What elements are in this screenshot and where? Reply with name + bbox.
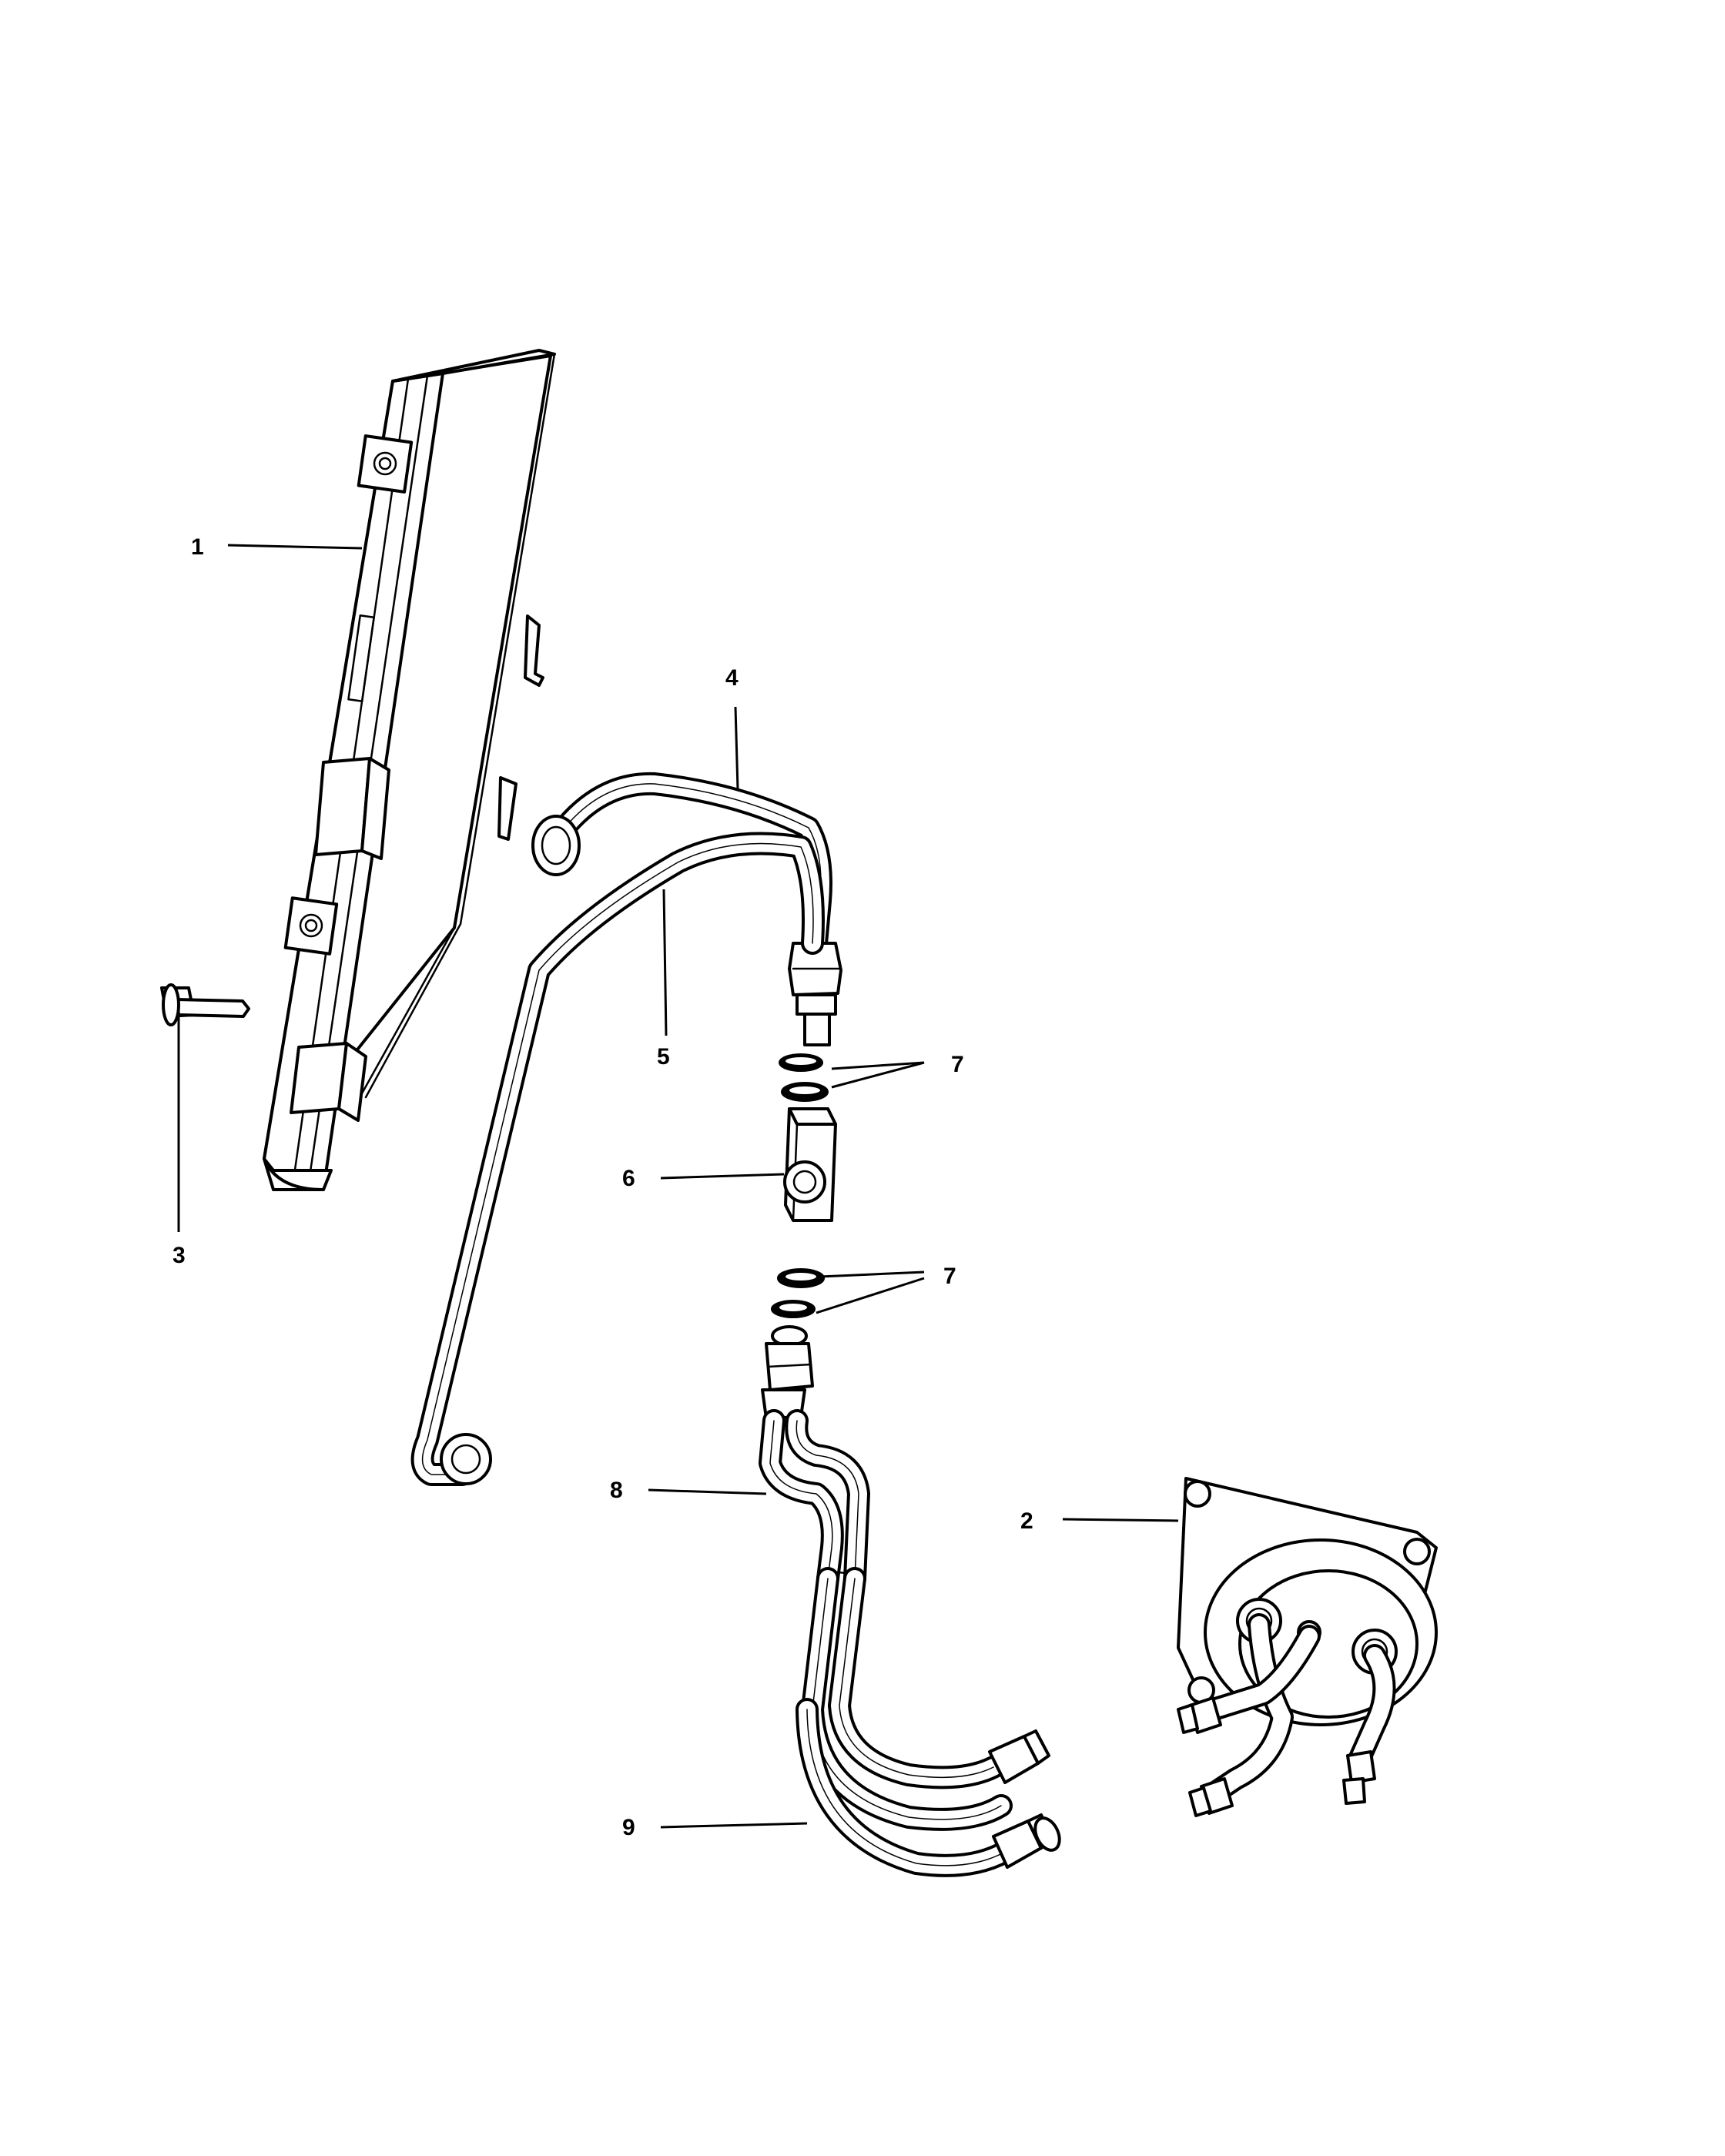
callout-8: 8 <box>610 1478 623 1503</box>
callout-4: 4 <box>725 665 739 691</box>
part-7-orings <box>771 1053 829 1318</box>
part-8-tube <box>759 1325 870 1590</box>
part-1-cooler <box>263 349 556 1191</box>
part-5-tube <box>410 832 825 1486</box>
part-9-tubes <box>796 1567 1061 1877</box>
callout-6: 6 <box>622 1166 635 1191</box>
part-3-bolt <box>160 983 250 1026</box>
callout-9: 9 <box>622 1815 635 1840</box>
callout-2: 2 <box>1020 1508 1033 1534</box>
callout-1: 1 <box>191 534 204 560</box>
callout-labels: 1 2 3 4 5 6 7 7 8 9 <box>172 534 1033 1840</box>
leader-lines <box>177 544 1179 1829</box>
callout-7-upper: 7 <box>951 1052 964 1077</box>
callout-5: 5 <box>657 1044 670 1070</box>
callout-7-lower: 7 <box>943 1264 956 1289</box>
part-4-tube <box>531 772 842 1046</box>
part-6-fitting <box>783 1107 837 1222</box>
callout-3: 3 <box>172 1243 186 1268</box>
part-2-canister <box>1177 1477 1438 1817</box>
